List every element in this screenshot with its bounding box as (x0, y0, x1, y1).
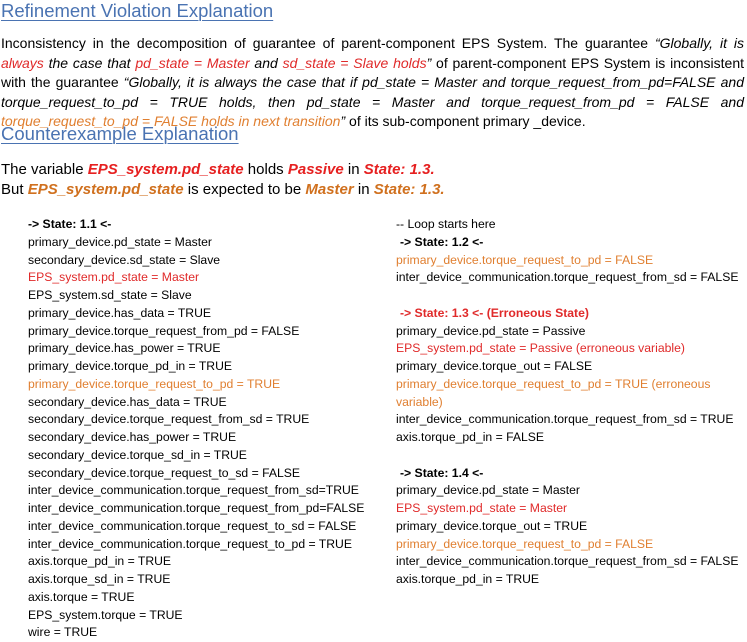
trace-line: primary_device.pd_state = Passive (396, 323, 586, 338)
trace-line: EPS_system.torque = TRUE (28, 607, 183, 622)
counterexample-heading: Counterexample Explanation (1, 123, 239, 144)
quote-text: “Globally, it is (654, 35, 744, 51)
trace-line: primary_device.torque_out = TRUE (396, 518, 588, 533)
statement-value: Passive (287, 161, 344, 178)
trace-line: secondary_device.sd_state = Slave (28, 252, 221, 267)
refinement-heading: Refinement Violation Explanation (1, 0, 274, 21)
statement-variable: EPS_system.pd_state (87, 161, 244, 178)
trace-line: secondary_device.torque_request_from_sd … (28, 412, 310, 427)
trace-line: primary_device.pd_state = Master (28, 234, 212, 249)
statement-state: State: 1.3. (363, 161, 435, 178)
trace-spacer (396, 287, 747, 305)
trace-line-expected: primary_device.torque_request_to_pd = FA… (396, 536, 654, 551)
para-text: Inconsistency in the decomposition of gu… (1, 35, 655, 51)
quote-highlight: sd_state = Slave (282, 54, 389, 71)
trace-line: inter_device_communication.torque_reques… (396, 554, 739, 569)
trace-line: inter_device_communication.torque_reques… (396, 412, 734, 427)
trace-line: inter_device_communication.torque_reques… (28, 483, 359, 498)
trace-line-violation: EPS_system.pd_state = Master (396, 501, 568, 515)
statement-text: But (1, 181, 28, 198)
quote-highlight: holds (393, 54, 427, 71)
statement-text: The variable (1, 161, 88, 178)
trace-line: primary_device.has_power = TRUE (28, 341, 221, 356)
trace-state-header: -> State: 1.4 <- (400, 465, 484, 480)
statement-text: in (343, 161, 364, 178)
statement-holds: The variable EPS_system.pd_state holds P… (1, 161, 435, 178)
quote-highlight: torque_request_to_pd = FALSE holds in ne… (1, 113, 341, 129)
trace-line: primary_device.torque_request_from_pd = … (28, 323, 300, 338)
trace-line: primary_device.has_data = TRUE (28, 305, 212, 320)
trace-line: inter_device_communication.torque_reques… (28, 536, 352, 551)
trace-line: inter_device_communication.torque_reques… (28, 518, 357, 533)
refinement-paragraph: Inconsistency in the decomposition of gu… (1, 34, 744, 132)
trace-line: axis.torque = TRUE (28, 589, 135, 604)
quote-2: “Globally, it is always the case that if… (1, 74, 744, 129)
trace-line: secondary_device.has_power = TRUE (28, 430, 237, 444)
quote-highlight: pd_state = Master (135, 54, 250, 71)
trace-line-violation: EPS_system.pd_state = Passive (erroneous… (396, 341, 685, 356)
statement-expected: But EPS_system.pd_state is expected to b… (1, 181, 445, 198)
quote-highlight: always (1, 54, 44, 71)
loop-marker: -- Loop starts here (396, 217, 496, 231)
trace-line: secondary_device.torque_sd_in = TRUE (28, 447, 247, 462)
trace-left-column: -> State: 1.1 <- primary_device.pd_state… (28, 216, 388, 642)
trace-state-header: -> State: 1.1 <- (28, 217, 112, 231)
trace-line: axis.torque_pd_in = TRUE (28, 554, 172, 569)
statement-text: is expected to be (183, 181, 306, 198)
trace-line-expected: primary_device.torque_request_to_pd = TR… (28, 376, 281, 391)
quote-text: ” (426, 54, 432, 71)
quote-1: “Globally, it is always the case that pd… (1, 35, 744, 71)
para-text: of its sub-component primary _device. (345, 113, 586, 129)
trace-right-column: -- Loop starts here -> State: 1.2 <- pri… (396, 216, 747, 589)
trace-line: EPS_system.sd_state = Slave (28, 288, 192, 302)
statement-text: holds (243, 161, 288, 178)
trace-line: axis.torque_pd_in = TRUE (396, 572, 540, 586)
quote-text: and (249, 54, 283, 71)
trace-line-expected: primary_device.torque_request_to_pd = FA… (396, 252, 654, 267)
trace-line: axis.torque_sd_in = TRUE (28, 572, 171, 586)
trace-line: inter_device_communication.torque_reques… (396, 270, 739, 285)
statement-variable: EPS_system.pd_state (27, 181, 184, 198)
trace-line: primary_device.torque_out = FALSE (396, 359, 593, 373)
trace-line: wire = TRUE (28, 625, 98, 640)
trace-line: primary_device.pd_state = Master (396, 483, 580, 498)
statement-text: in (353, 181, 374, 198)
para-text: of parent-component EPS System is incons… (1, 54, 745, 91)
trace-line: inter_device_communication.torque_reques… (28, 501, 365, 515)
statement-value: Master (305, 181, 354, 198)
trace-line: axis.torque_pd_in = FALSE (396, 430, 545, 444)
quote-text: the case that (43, 54, 136, 71)
trace-line: secondary_device.torque_request_to_sd = … (28, 465, 301, 480)
trace-state-header-erroneous: -> State: 1.3 <- (Erroneous State) (400, 305, 589, 320)
quote-text: ” (340, 113, 346, 129)
trace-line-violation: EPS_system.pd_state = Master (28, 270, 200, 285)
statement-state: State: 1.3. (373, 181, 445, 198)
trace-line: secondary_device.has_data = TRUE (28, 394, 227, 409)
trace-line: primary_device.torque_pd_in = TRUE (28, 359, 233, 373)
trace-spacer (396, 447, 747, 465)
trace-line-expected: primary_device.torque_request_to_pd = TR… (396, 376, 711, 409)
quote-text: “Globally, it is always the case that if… (1, 74, 744, 110)
trace-state-header: -> State: 1.2 <- (400, 234, 484, 249)
